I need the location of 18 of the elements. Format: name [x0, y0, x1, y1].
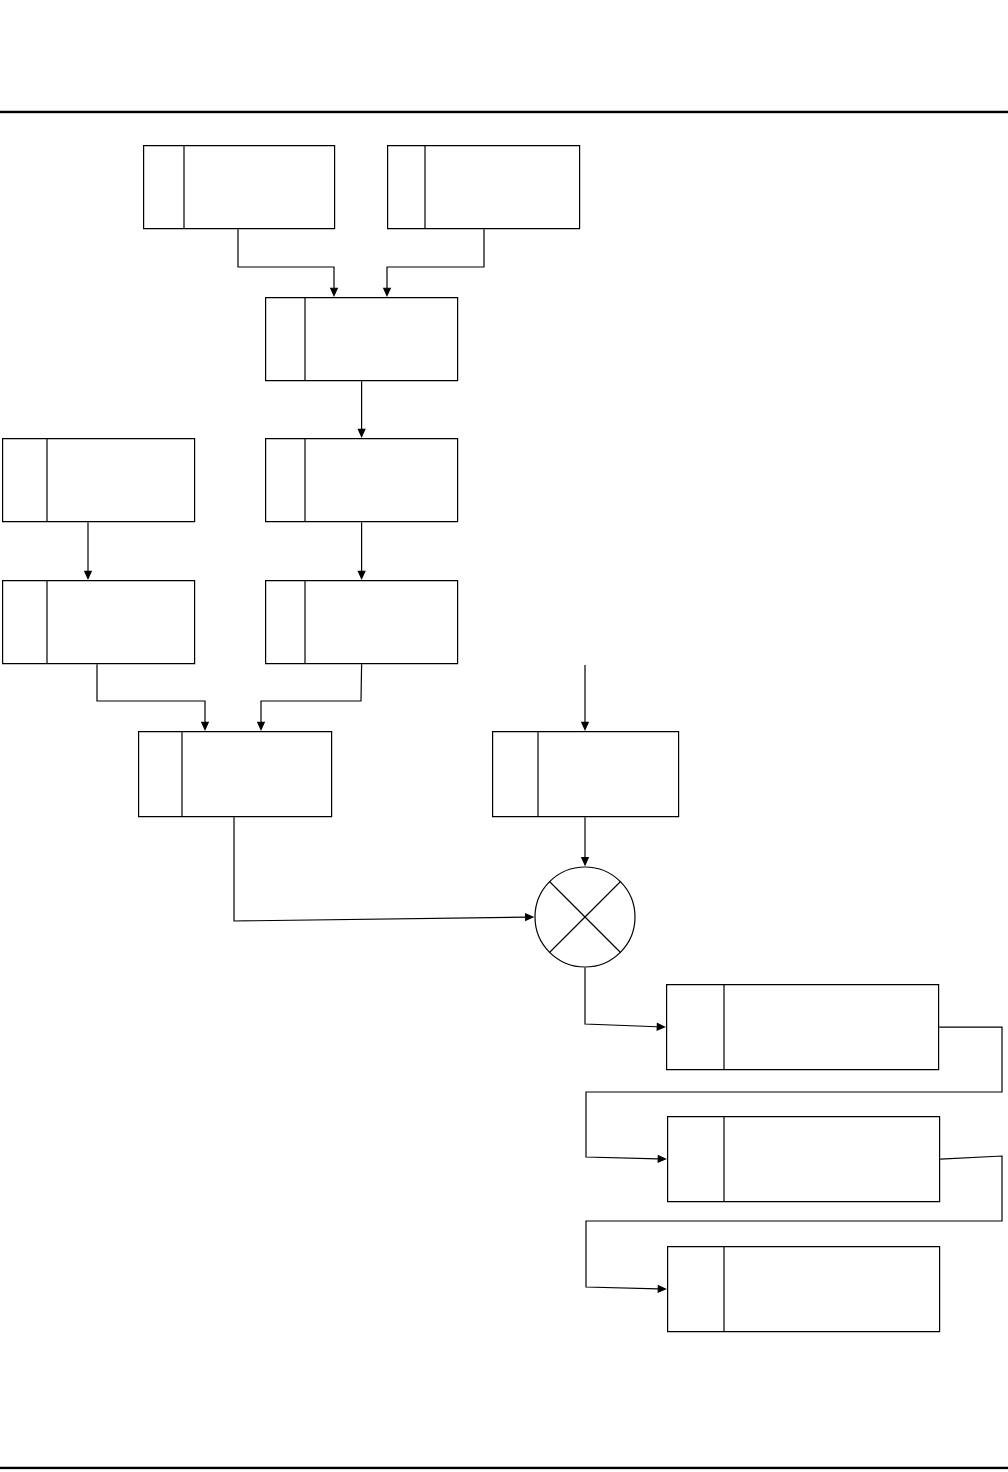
multiplier-circle	[534, 866, 636, 968]
split-block-box	[265, 297, 459, 382]
arrow	[96, 663, 210, 731]
split-block-box	[387, 145, 581, 230]
arrow	[357, 521, 366, 580]
split-block-box	[265, 438, 459, 523]
split-block-box	[667, 1116, 941, 1203]
arrow	[237, 228, 339, 297]
split-block-box	[667, 1246, 941, 1333]
split-block-box	[2, 580, 196, 665]
split-block-box	[2, 438, 196, 523]
split-block-box	[138, 731, 333, 818]
arrow	[584, 967, 666, 1031]
split-block-box	[265, 580, 459, 665]
split-block-box	[143, 145, 336, 230]
split-block-box	[492, 731, 680, 818]
arrow	[357, 380, 366, 438]
split-block-box	[666, 984, 940, 1071]
